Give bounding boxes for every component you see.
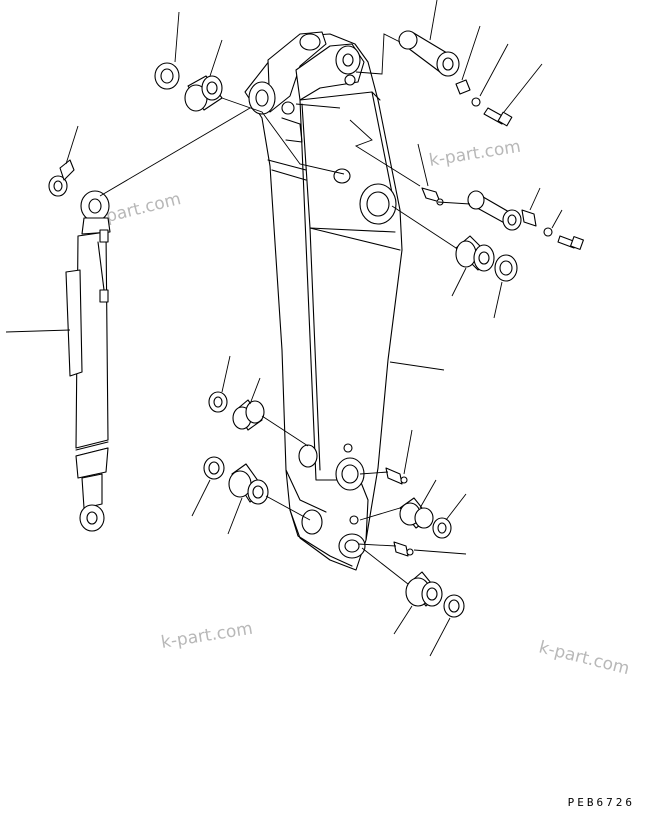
hydraulic-cylinder [65,190,111,532]
mid-seal [494,254,518,282]
arm-body [244,31,403,571]
lower-bushing-1 [232,399,265,431]
mid-pin [467,190,522,231]
lower-grease-fitting-2 [393,541,414,557]
top-pin [398,30,460,77]
watermark: k-part.com [428,137,523,171]
mid-bolt [557,235,584,250]
lower-seal-2 [443,594,465,618]
mid-washer [543,227,553,237]
lower-seal-1 [432,517,452,539]
lock-bolt [483,107,513,127]
snap-ring [48,159,75,197]
mid-lock-plate [521,209,537,227]
mid-bushing [455,235,495,272]
watermark: k-part.com [160,619,255,653]
lower-bushing-2 [228,463,269,505]
lower-grease-fitting-1 [385,467,408,485]
top-bushing [184,75,223,112]
watermark: k-part.com [537,637,632,679]
lock-washer [471,97,481,107]
lock-plate [455,79,471,95]
top-washer [154,62,180,90]
leader-lines [5,0,563,657]
drawing-code: PEB6726 [567,796,635,809]
lower-bushing-3 [399,497,434,529]
lower-washer-1 [208,391,228,413]
lower-washer-2 [203,456,225,480]
lower-bushing-4 [405,571,443,607]
